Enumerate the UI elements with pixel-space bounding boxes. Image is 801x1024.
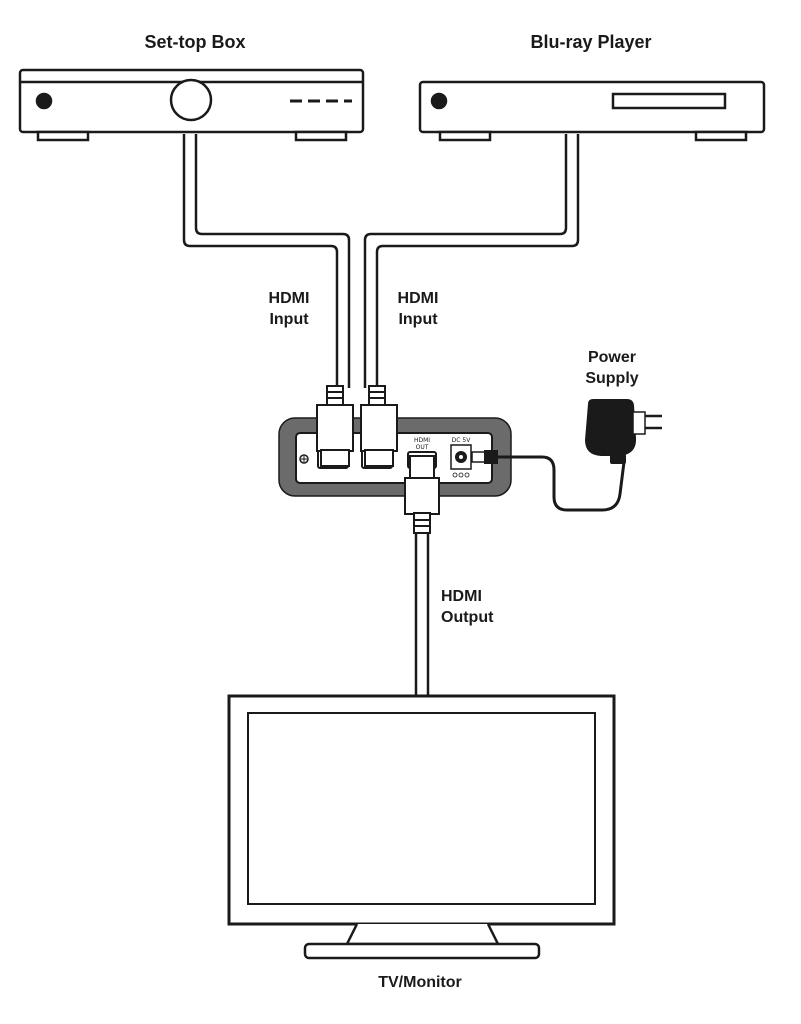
- hdmi-output-label-1: HDMI: [441, 588, 482, 605]
- tv-monitor-icon: [227, 694, 616, 960]
- port-label-hdmi-out-1: HDMI: [414, 437, 430, 444]
- tv-monitor-label: TV/Monitor: [378, 974, 462, 991]
- set-top-box-icon: [18, 68, 365, 142]
- hdmi-output-label-2: Output: [441, 609, 494, 626]
- hdmi-plug-left: [316, 385, 354, 467]
- hdmi-plug-output: [404, 455, 440, 534]
- port-label-hdmi-out-2: OUT: [416, 444, 429, 451]
- hdmi-input-cables: [182, 134, 580, 388]
- hdmi-output-cable: [414, 533, 430, 696]
- hdmi-input-label-right-2: Input: [398, 311, 438, 328]
- bluray-player-label: Blu-ray Player: [530, 32, 651, 52]
- bluray-player-icon: [418, 80, 766, 142]
- hdmi-input-label-left-2: Input: [269, 311, 309, 328]
- hdmi-input-label-left-1: HDMI: [269, 290, 310, 307]
- dc-power-cable: [471, 450, 626, 512]
- hdmi-input-label-right-1: HDMI: [398, 290, 439, 307]
- power-supply-label-1: Power: [588, 349, 636, 366]
- power-supply-label-2: Supply: [585, 370, 638, 387]
- set-top-box-label: Set-top Box: [145, 32, 246, 52]
- power-adapter-icon: [585, 399, 662, 464]
- hdmi-plug-right: [360, 385, 398, 467]
- port-label-dc: DC 5V: [452, 437, 472, 444]
